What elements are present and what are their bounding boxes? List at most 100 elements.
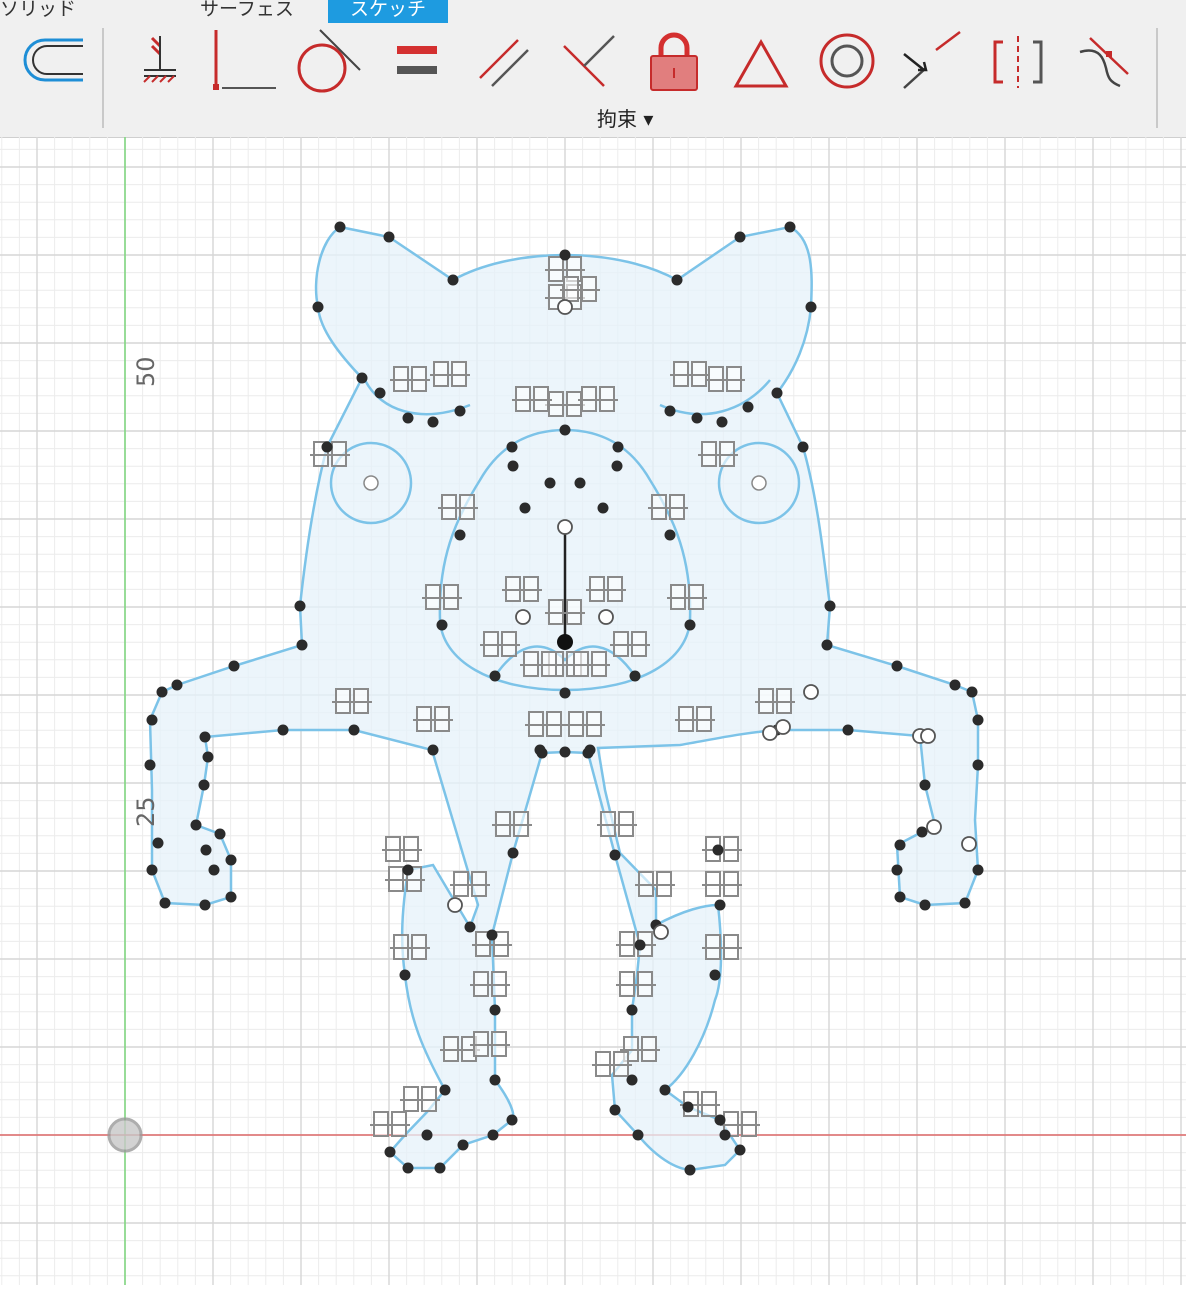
sketch-point[interactable] [487, 1129, 499, 1141]
constraint-glyph[interactable] [565, 711, 605, 737]
constraint-glyph[interactable] [430, 361, 470, 387]
sketch-point[interactable] [691, 412, 703, 424]
sketch-point[interactable] [544, 477, 556, 489]
constraint-glyph[interactable] [635, 871, 675, 897]
sketch-point[interactable] [919, 899, 931, 911]
left-eye-curve[interactable] [363, 379, 471, 416]
sketch-point[interactable] [559, 746, 571, 758]
sketch-point[interactable] [714, 899, 726, 911]
sketch-point[interactable] [534, 744, 546, 756]
sketch-point-open[interactable] [447, 897, 463, 913]
sketch-point[interactable] [611, 460, 623, 472]
sketch-point-open[interactable] [598, 609, 614, 625]
constraint-glyph[interactable] [620, 1036, 660, 1062]
sketch-point[interactable] [742, 401, 754, 413]
sketch-point[interactable] [225, 854, 237, 866]
sketch-point[interactable] [797, 441, 809, 453]
horizontal-vertical-icon[interactable] [210, 26, 280, 96]
left-cheek-circle[interactable] [329, 441, 413, 525]
sketch-point[interactable] [457, 1139, 469, 1151]
sketch-point[interactable] [966, 686, 978, 698]
sketch-point[interactable] [972, 759, 984, 771]
constraint-glyph[interactable] [755, 688, 795, 714]
sketch-point[interactable] [489, 1074, 501, 1086]
sketch-point[interactable] [190, 819, 202, 831]
constraint-glyph[interactable] [592, 1051, 632, 1077]
sketch-point[interactable] [374, 387, 386, 399]
sketch-point[interactable] [228, 660, 240, 672]
sketch-point[interactable] [626, 1004, 638, 1016]
sketch-canvas[interactable]: 50 25 [0, 137, 1186, 1285]
sketch-point[interactable] [402, 412, 414, 424]
sketch-point[interactable] [682, 1101, 694, 1113]
sketch-point[interactable] [824, 600, 836, 612]
constraint-glyph[interactable] [675, 706, 715, 732]
sketch-point[interactable] [146, 864, 158, 876]
constraint-glyph[interactable] [370, 1111, 410, 1137]
sketch-point[interactable] [559, 424, 571, 436]
constraint-glyph[interactable] [390, 934, 430, 960]
constraint-glyph[interactable] [470, 1031, 510, 1057]
constraint-glyph[interactable] [698, 441, 738, 467]
sketch-point[interactable] [684, 1164, 696, 1176]
sketch-point[interactable] [321, 441, 333, 453]
sketch-point[interactable] [632, 1129, 644, 1141]
sketch-point[interactable] [805, 301, 817, 313]
sketch-point[interactable] [891, 660, 903, 672]
sketch-point[interactable] [434, 1162, 446, 1174]
sketch-point-open[interactable] [803, 684, 819, 700]
sketch-point[interactable] [684, 619, 696, 631]
bear-profile-outline[interactable] [148, 225, 980, 1172]
sketch-point[interactable] [784, 221, 796, 233]
sketch-point[interactable] [664, 405, 676, 417]
constraint-glyph[interactable] [648, 494, 688, 520]
sketch-point[interactable] [152, 837, 164, 849]
sketch-point[interactable] [384, 1146, 396, 1158]
constraint-glyph[interactable] [597, 811, 637, 837]
sketch-point[interactable] [712, 844, 724, 856]
symmetry-icon[interactable] [983, 26, 1053, 96]
sketch-point[interactable] [506, 1114, 518, 1126]
sketch-point[interactable] [348, 724, 360, 736]
sketch-point-open[interactable] [557, 299, 573, 315]
tangent-icon[interactable] [292, 26, 362, 96]
origin-point[interactable] [107, 1117, 143, 1153]
right-cheek-circle[interactable] [717, 441, 801, 525]
sketch-point[interactable] [312, 301, 324, 313]
sketch-point[interactable] [626, 1074, 638, 1086]
sketch-point[interactable] [629, 670, 641, 682]
sketch-point[interactable] [734, 231, 746, 243]
sketch-point[interactable] [489, 670, 501, 682]
sketch-point[interactable] [659, 1084, 671, 1096]
sketch-point[interactable] [709, 969, 721, 981]
sketch-point[interactable] [716, 416, 728, 428]
constraint-glyph[interactable] [670, 361, 710, 387]
sketch-point[interactable] [214, 828, 226, 840]
sketch-point-open[interactable] [920, 728, 936, 744]
mouth-curve[interactable] [493, 645, 637, 677]
nose-point[interactable] [557, 634, 573, 650]
sketch-point[interactable] [171, 679, 183, 691]
constraint-glyph[interactable] [616, 971, 656, 997]
sketch-point[interactable] [664, 529, 676, 541]
sketch-point[interactable] [144, 759, 156, 771]
sketch-point[interactable] [436, 619, 448, 631]
sketch-point[interactable] [199, 731, 211, 743]
sketch-point[interactable] [399, 969, 411, 981]
sketch-point[interactable] [402, 864, 414, 876]
constraint-glyph[interactable] [502, 576, 542, 602]
sketch-point[interactable] [507, 460, 519, 472]
sketch-point-open[interactable] [762, 725, 778, 741]
sketch-point[interactable] [634, 939, 646, 951]
sketch-point[interactable] [421, 1129, 433, 1141]
sketch-point[interactable] [519, 502, 531, 514]
tab-solid[interactable]: ソリッド [0, 0, 77, 20]
sketch-point[interactable] [225, 891, 237, 903]
sketch-point[interactable] [296, 639, 308, 651]
constraint-glyph[interactable] [545, 256, 585, 282]
sketch-point[interactable] [972, 864, 984, 876]
constraint-glyph[interactable] [610, 631, 650, 657]
sketch-point[interactable] [208, 864, 220, 876]
sketch-point[interactable] [356, 372, 368, 384]
constraint-glyph[interactable] [382, 836, 422, 862]
